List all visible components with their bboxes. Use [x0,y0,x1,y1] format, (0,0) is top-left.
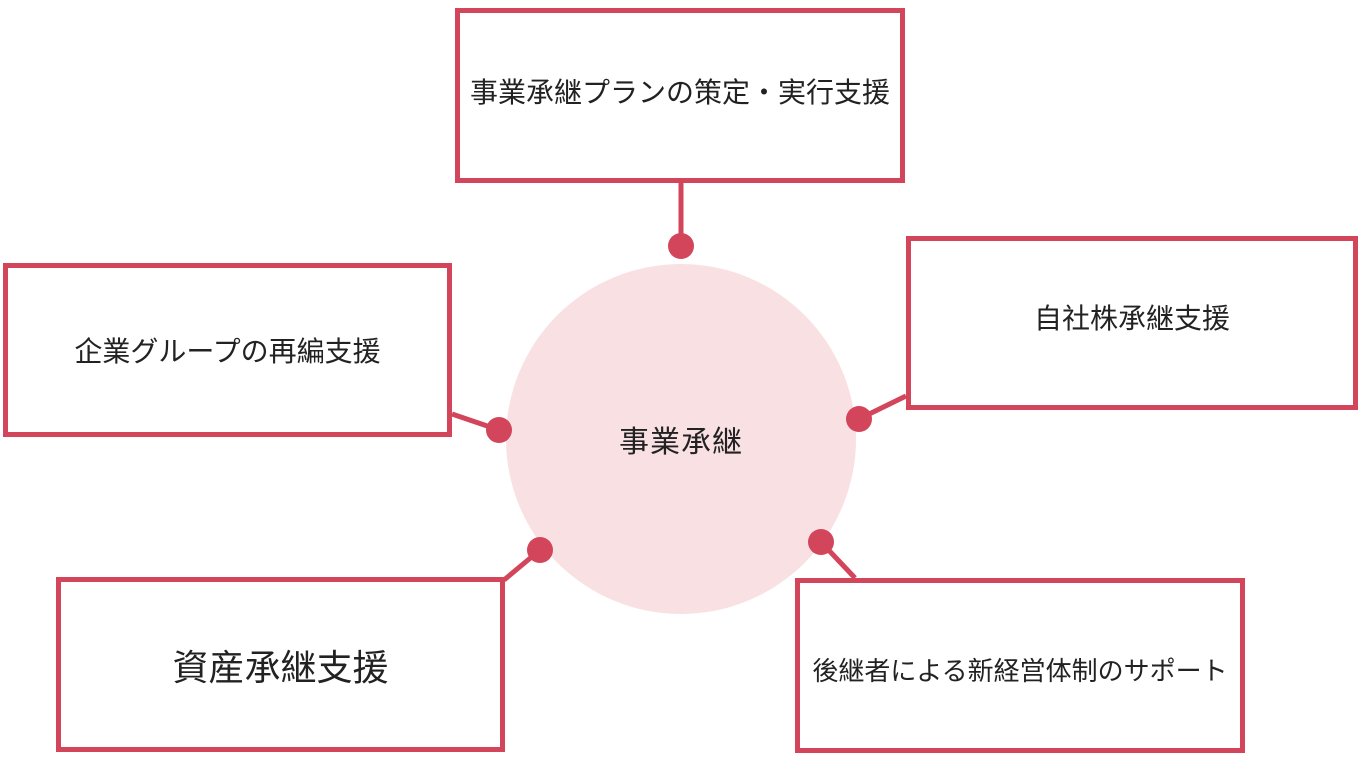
connector-dot-bottom-right [808,529,834,555]
node-asset-succession: 資産承継支援 [56,577,505,752]
center-node: 事業承継 [506,264,856,614]
connector-dot-left [486,417,512,443]
center-label: 事業承継 [619,425,743,460]
connector-dot-top [668,233,694,259]
node-asset-succession-label: 資産承継支援 [172,647,389,689]
node-stock-succession: 自社株承継支援 [906,236,1358,410]
center-circle-shape [506,264,856,614]
node-group-reorganization-label: 企業グループの再編支援 [74,335,381,368]
connector-dot-bottom-left [527,537,553,563]
node-group-reorganization: 企業グループの再編支援 [3,263,452,437]
node-succession-plan: 事業承継プランの策定・実行支援 [455,8,905,183]
connector-dot-right [846,406,872,432]
node-stock-succession-label: 自社株承継支援 [1033,302,1230,335]
node-succession-plan-label: 事業承継プランの策定・実行支援 [469,76,890,109]
node-successor-management: 後継者による新経営体制のサポート [795,578,1245,753]
node-successor-management-label: 後継者による新経営体制のサポート [812,657,1228,687]
